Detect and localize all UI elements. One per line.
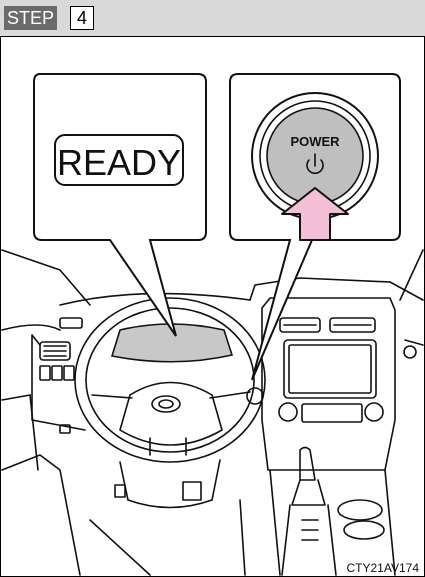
power-button-label: POWER [290,134,340,149]
step-label: STEP [4,6,57,30]
ready-callout [34,74,206,336]
figure-code: CTY21AV174 [347,561,420,575]
dashboard-illustration [2,250,423,575]
step-number: 4 [70,6,94,30]
ready-indicator-text: READY [57,142,181,183]
step-header: STEP 4 [0,0,425,37]
